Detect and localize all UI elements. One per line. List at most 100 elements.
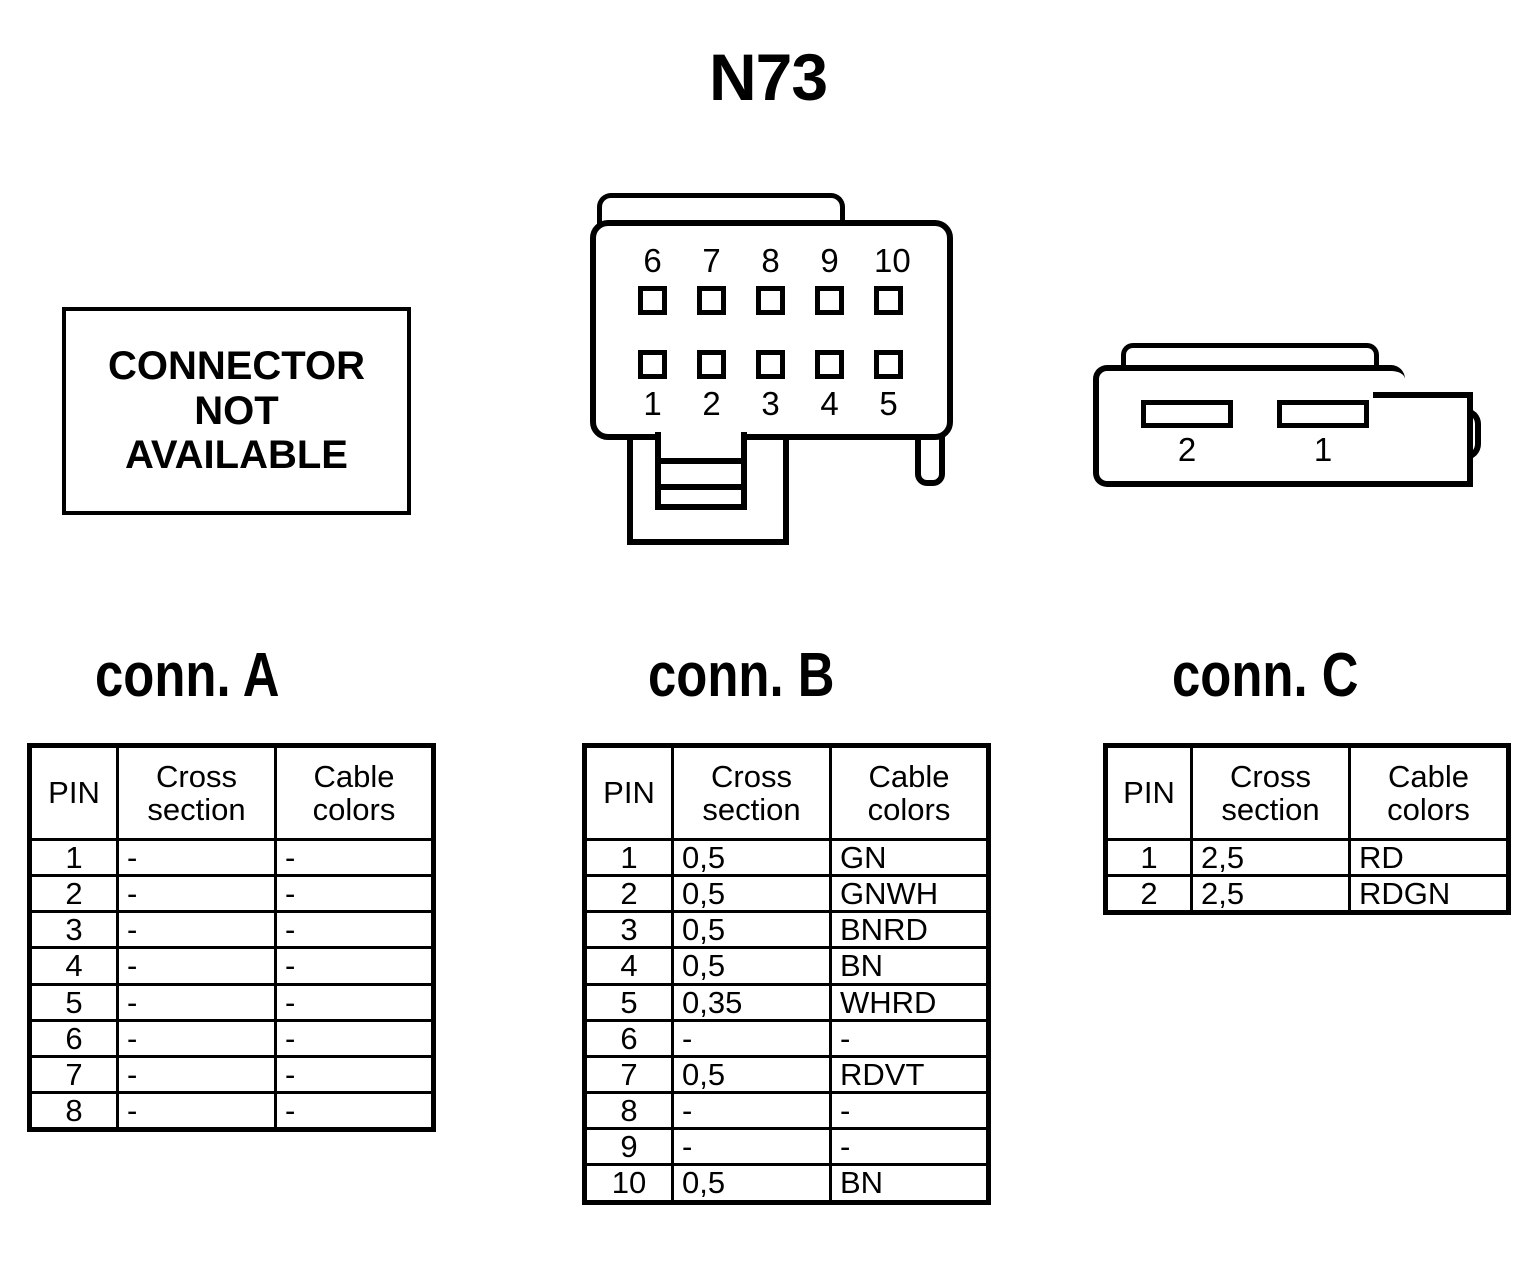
not-available-line-2: NOT bbox=[194, 388, 279, 433]
connector-b-pin-label-8: 8 bbox=[761, 242, 780, 279]
cell-cable-colors: - bbox=[274, 910, 435, 950]
cell-cross-section: - bbox=[671, 1018, 832, 1058]
cell-pin: 3 bbox=[28, 910, 119, 950]
cell-cross-section: - bbox=[671, 1091, 832, 1131]
header-cross-section: Cross section bbox=[671, 744, 832, 841]
cell-cross-section: 2,5 bbox=[1190, 837, 1351, 878]
table-row: 5-- bbox=[28, 982, 435, 1022]
header-cable-colors-line1: Cable bbox=[1388, 758, 1469, 794]
cell-cable-colors: RD bbox=[1348, 837, 1510, 878]
cell-pin: 6 bbox=[28, 1018, 119, 1058]
header-cross-section-line2: section bbox=[1221, 792, 1320, 827]
table-row: 7-- bbox=[28, 1054, 435, 1095]
cell-cable-colors: - bbox=[274, 946, 435, 986]
header-cable-colors-line2: colors bbox=[1387, 792, 1470, 827]
connector-b-cavity-9 bbox=[815, 286, 844, 315]
cell-pin: 7 bbox=[28, 1054, 119, 1095]
connector-b-cavity-3 bbox=[756, 350, 785, 379]
cell-cross-section: 0,35 bbox=[671, 982, 832, 1022]
cell-pin: 1 bbox=[1104, 837, 1193, 878]
header-cross-section-line1: Cross bbox=[1230, 758, 1311, 794]
header-cable-colors: Cable colors bbox=[1348, 744, 1510, 841]
header-cable-colors-line2: colors bbox=[312, 792, 396, 827]
cell-pin: 1 bbox=[583, 837, 674, 878]
cell-cross-section: 0,5 bbox=[671, 946, 832, 986]
header-cable-colors: Cable colors bbox=[274, 744, 435, 841]
cell-cable-colors: - bbox=[829, 1091, 990, 1131]
connector-c-cavity-2 bbox=[1141, 400, 1233, 428]
not-available-line-1: CONNECTOR bbox=[107, 343, 366, 388]
cell-pin: 5 bbox=[28, 982, 119, 1022]
header-cable-colors-line2: colors bbox=[867, 792, 951, 827]
header-cross-section-line2: section bbox=[147, 792, 246, 827]
cell-cable-colors: RDGN bbox=[1348, 874, 1510, 915]
connector-b-diagram: 6 7 8 9 10 1 2 3 4 5 bbox=[590, 188, 970, 563]
table-row: 6-- bbox=[583, 1018, 990, 1058]
connector-c-diagram: 2 1 bbox=[1093, 340, 1493, 500]
cell-pin: 2 bbox=[583, 874, 674, 914]
connector-b-cavity-7 bbox=[697, 286, 726, 315]
table-row: 8-- bbox=[583, 1091, 990, 1131]
cell-cross-section: 0,5 bbox=[671, 1163, 832, 1204]
pin-table-conn-a: PIN Cross section Cable colors 1--2--3--… bbox=[27, 743, 436, 1133]
table-row: 4-- bbox=[28, 946, 435, 986]
cell-cross-section: - bbox=[116, 910, 277, 950]
cell-cable-colors: - bbox=[274, 1091, 435, 1132]
table-row: 8-- bbox=[28, 1091, 435, 1132]
connector-not-available-box: CONNECTOR NOT AVAILABLE bbox=[62, 307, 411, 515]
connector-b-cavity-10 bbox=[874, 286, 903, 315]
header-cross-section: Cross section bbox=[1190, 744, 1351, 841]
cell-pin: 3 bbox=[583, 910, 674, 950]
header-pin: PIN bbox=[28, 744, 119, 841]
connector-b-pin-label-6: 6 bbox=[643, 242, 662, 279]
cell-cable-colors: BN bbox=[829, 946, 990, 986]
cell-cable-colors: - bbox=[274, 1018, 435, 1058]
table-row: 3-- bbox=[28, 910, 435, 950]
cell-cable-colors: RDVT bbox=[829, 1054, 990, 1095]
header-cross-section-line1: Cross bbox=[711, 758, 792, 794]
cell-pin: 7 bbox=[583, 1054, 674, 1095]
not-available-line-3: AVAILABLE bbox=[125, 433, 348, 478]
cell-cross-section: 0,5 bbox=[671, 1054, 832, 1095]
cell-pin: 5 bbox=[583, 982, 674, 1022]
connector-b-cavity-6 bbox=[638, 286, 667, 315]
connector-b-bottom-labels: 1 2 3 4 5 bbox=[638, 386, 903, 422]
connector-c-cavity-1 bbox=[1277, 400, 1369, 428]
cell-pin: 1 bbox=[28, 837, 119, 878]
cell-cable-colors: - bbox=[274, 982, 435, 1022]
connector-c-body-extension bbox=[1373, 392, 1473, 487]
connector-b-pin-label-9: 9 bbox=[820, 242, 839, 279]
connector-b-pin-label-3: 3 bbox=[761, 385, 780, 422]
cell-pin: 8 bbox=[583, 1091, 674, 1131]
connector-b-latch-rib-2 bbox=[661, 484, 741, 490]
cell-pin: 6 bbox=[583, 1018, 674, 1058]
connector-b-cavity-4 bbox=[815, 350, 844, 379]
connector-b-pin-grid: 6 7 8 9 10 1 2 3 4 5 bbox=[590, 188, 970, 563]
heading-conn-b: conn. B bbox=[648, 641, 835, 710]
connector-b-pin-label-10: 10 bbox=[874, 242, 911, 279]
cell-cross-section: - bbox=[116, 1018, 277, 1058]
connector-c-pin-label-1: 1 bbox=[1313, 431, 1333, 468]
cell-cross-section: - bbox=[116, 1091, 277, 1132]
cell-cable-colors: WHRD bbox=[829, 982, 990, 1022]
connector-b-bottom-cavities bbox=[638, 350, 903, 379]
table-row: 2-- bbox=[28, 874, 435, 914]
header-cross-section-line1: Cross bbox=[156, 758, 237, 794]
connector-b-top-cavities bbox=[638, 286, 903, 315]
cell-cross-section: - bbox=[116, 1054, 277, 1095]
table-header-row: PIN Cross section Cable colors bbox=[1104, 744, 1510, 841]
header-cable-colors-line1: Cable bbox=[313, 758, 395, 794]
connector-b-pin-label-4: 4 bbox=[820, 385, 839, 422]
cell-cross-section: - bbox=[116, 946, 277, 986]
connector-b-pin-label-1: 1 bbox=[643, 385, 662, 422]
connector-b-cavity-1 bbox=[638, 350, 667, 379]
connector-c-pin-label-2: 2 bbox=[1177, 431, 1197, 468]
connector-b-pin-label-2: 2 bbox=[702, 385, 721, 422]
